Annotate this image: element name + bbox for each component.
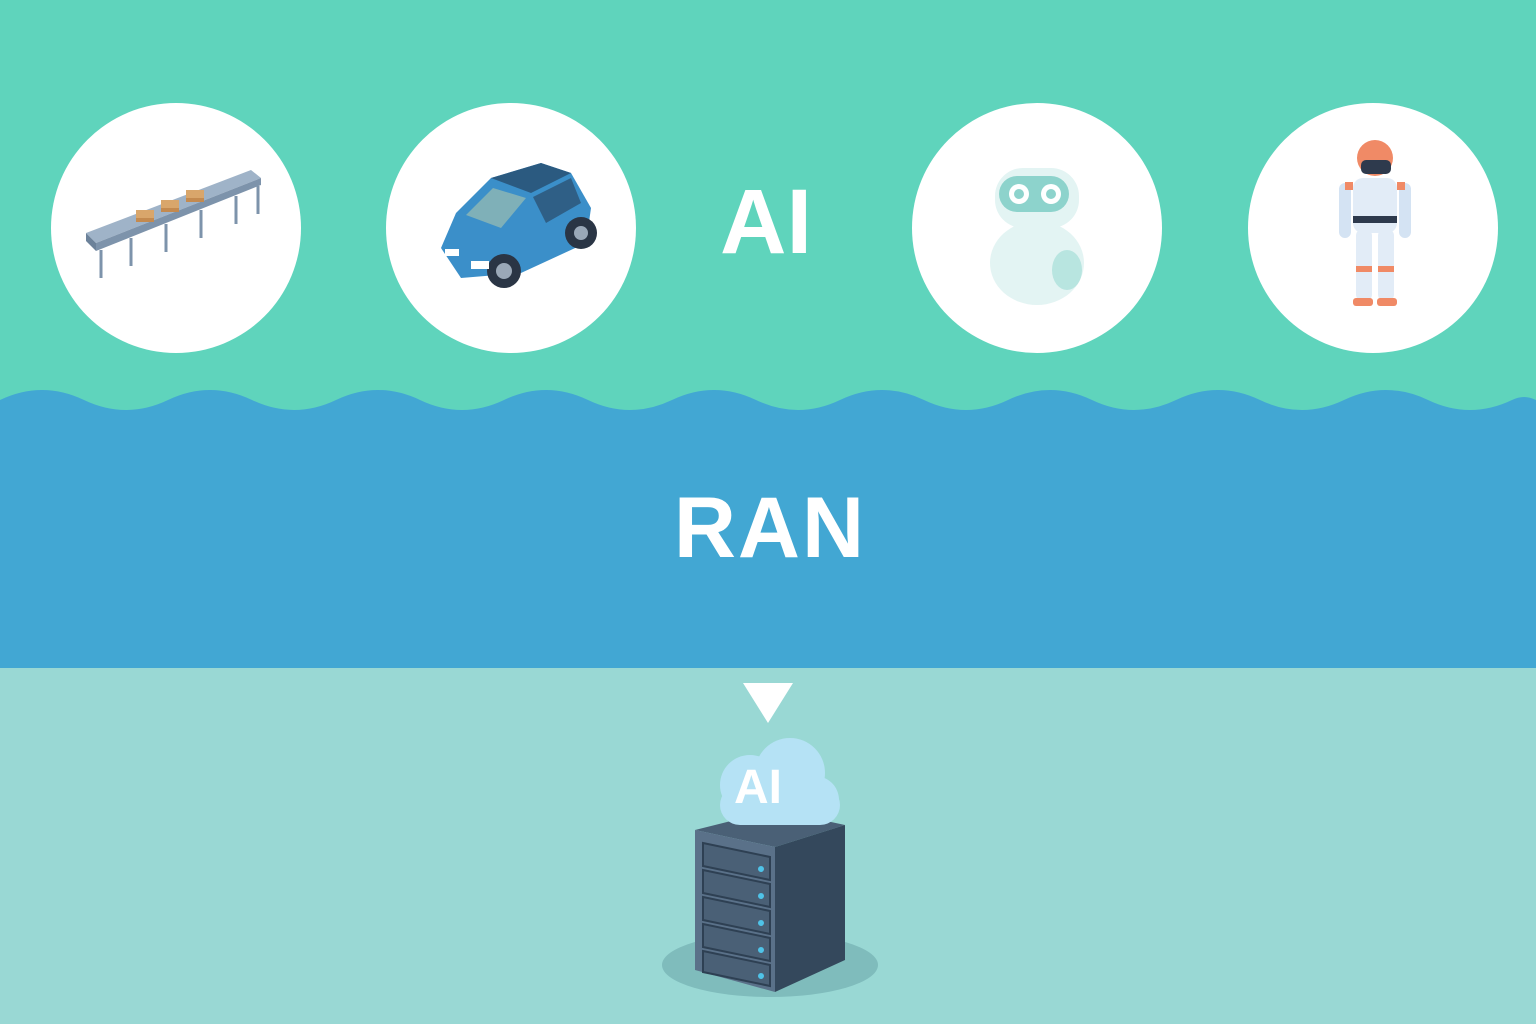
device-humanoid-robot (1248, 103, 1498, 353)
server-rack-icon (662, 738, 878, 997)
ran-layer-label: RAN (673, 480, 867, 576)
humanoid-robot-icon (1339, 140, 1411, 306)
down-arrow-icon (743, 683, 793, 723)
ai-layer-label: AI (720, 171, 812, 273)
service-robot-icon (990, 168, 1084, 305)
device-conveyor (51, 103, 301, 353)
device-service-robot (912, 103, 1162, 353)
device-car (386, 103, 636, 353)
car-icon (441, 163, 597, 288)
cloud-ai-label: AI (734, 761, 782, 814)
conveyor-belt-icon (86, 170, 261, 278)
ran-layer (0, 390, 1536, 670)
cloud-icon (720, 738, 840, 825)
